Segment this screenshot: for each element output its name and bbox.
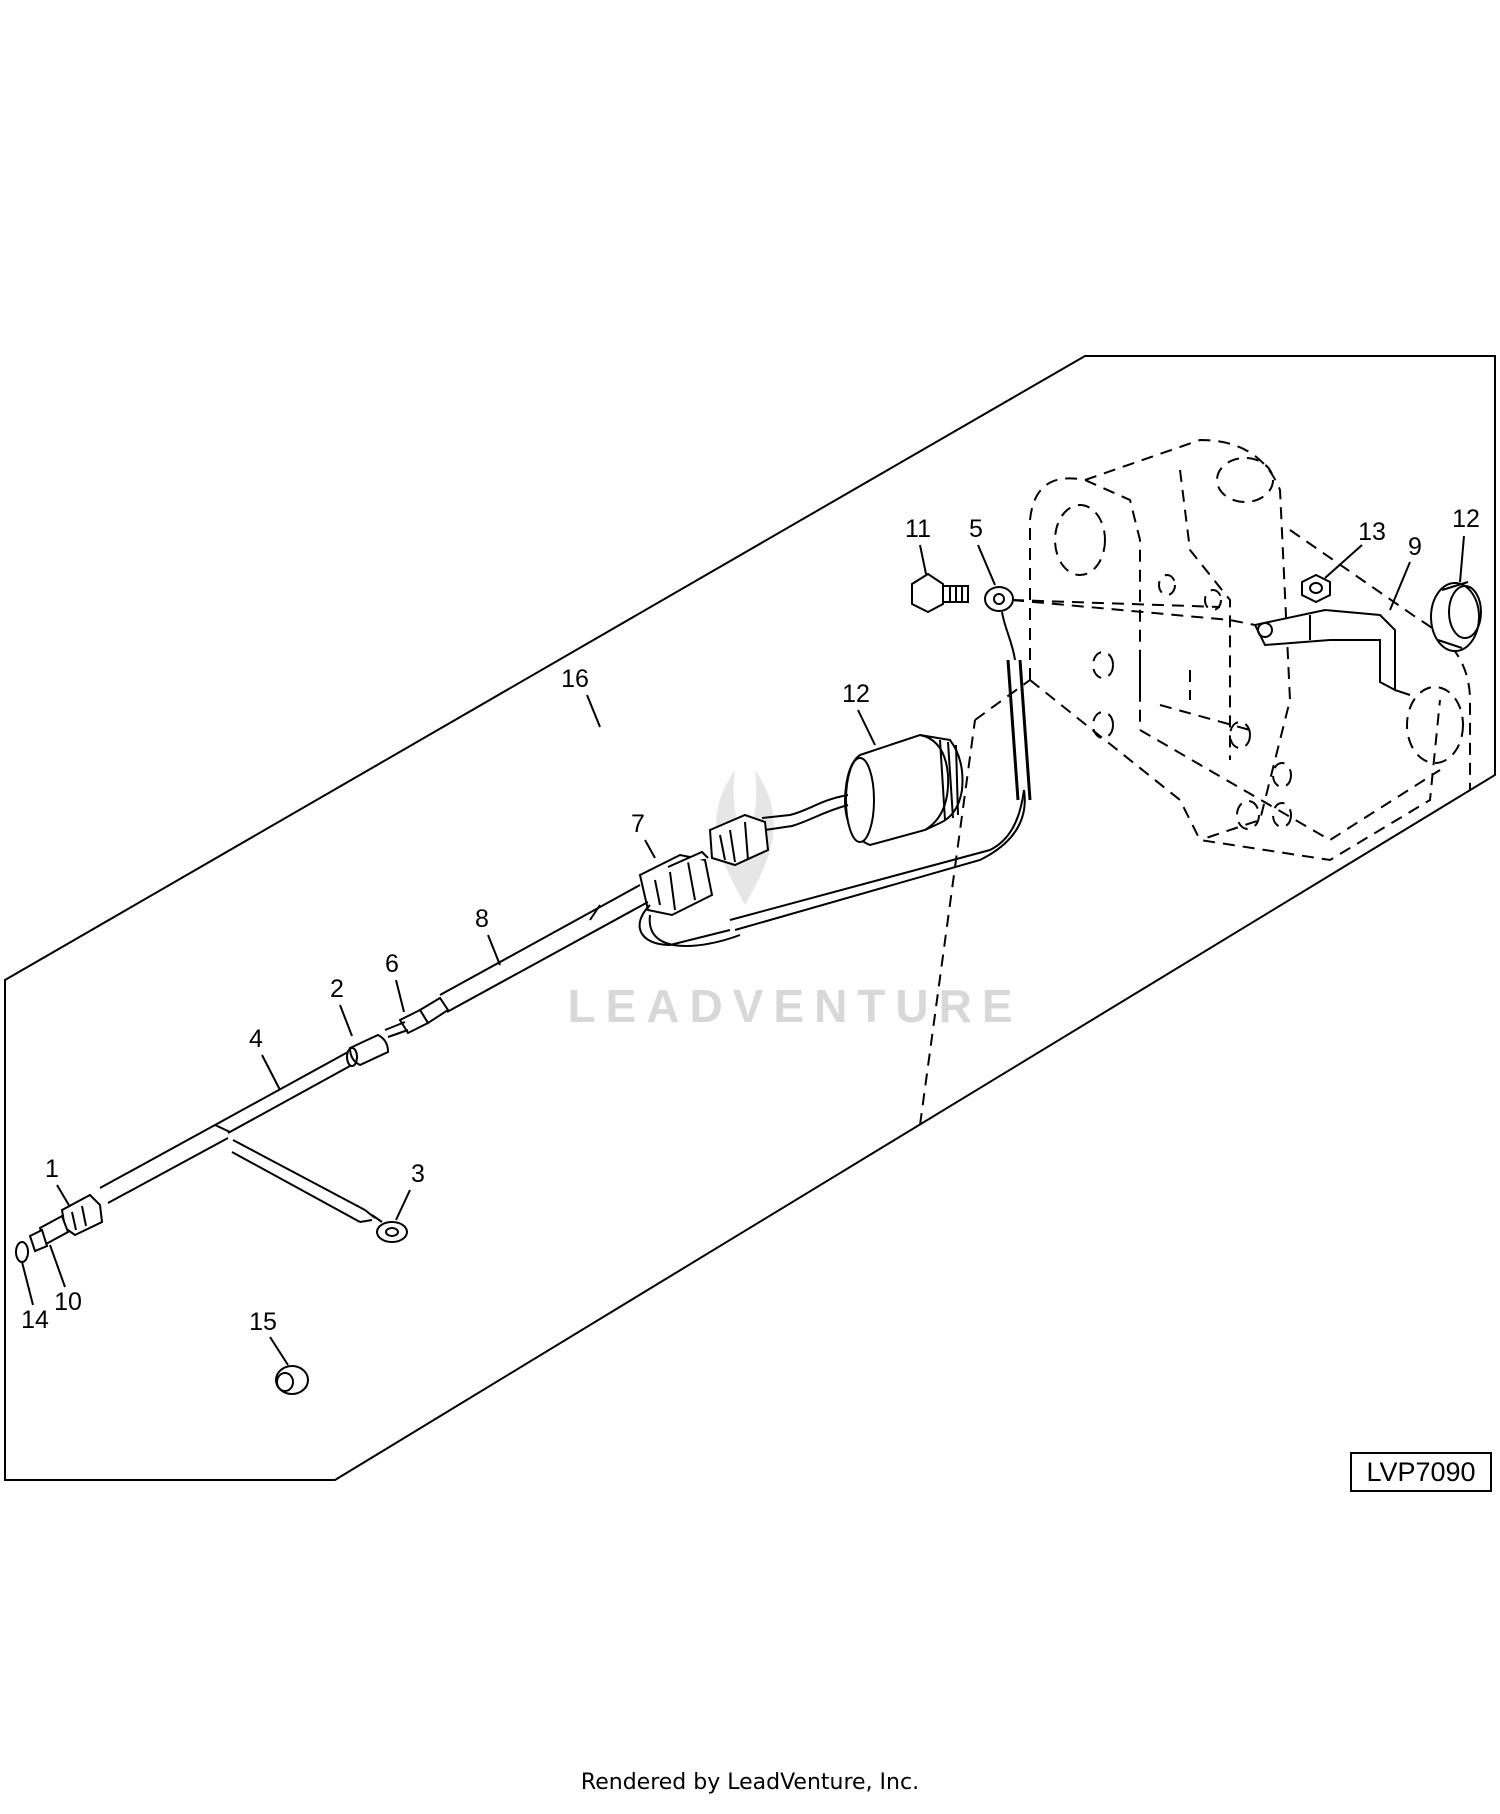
callout-10: 10 [54,1288,82,1316]
callouts: 16 11 5 13 9 12 12 7 8 6 2 4 1 3 10 14 1… [21,505,1480,1336]
callout-16: 16 [561,665,589,693]
ring-terminal [371,1214,408,1243]
sleeve [346,1033,390,1067]
callout-14: 14 [21,1306,49,1334]
alignment-lines [919,599,1256,1126]
callout-4: 4 [249,1025,263,1053]
watermark-flame-icon [716,770,774,905]
sensor-body [843,733,964,847]
harness-trunk [439,884,741,1013]
callout-6: 6 [385,950,399,978]
callout-12-right: 12 [1452,505,1480,533]
ring-terminal-ground [729,586,1032,931]
callout-13: 13 [1358,518,1386,546]
callout-8: 8 [475,905,489,933]
callout-7: 7 [631,810,645,838]
main-harness [99,1051,376,1223]
callout-15: 15 [249,1308,277,1336]
mounting-housing [1029,438,1471,862]
hex-nut [1301,573,1331,604]
leader-lines [21,535,1465,1366]
sensor-cable [761,794,849,831]
bolt [911,572,969,614]
callout-2: 2 [330,975,344,1003]
switch-end [15,1193,104,1263]
bracket [1253,608,1411,696]
callout-11: 11 [905,515,931,543]
callout-3: 3 [411,1160,425,1188]
watermark: LEADVENTURE [567,770,1022,1032]
sensor-connector [708,813,770,867]
sensor-ring-right [1430,581,1482,652]
footer-credit: Rendered by LeadVenture, Inc. [580,1770,920,1795]
watermark-text: LEADVENTURE [567,980,1022,1032]
grommet [275,1365,309,1395]
pin-terminal [384,996,450,1038]
callout-5: 5 [969,515,983,543]
reference-code: LVP7090 [1350,1452,1492,1492]
callout-1: 1 [45,1155,59,1183]
assembly-outline [4,355,1496,1481]
harness-connector [638,850,714,917]
callout-9: 9 [1408,533,1422,561]
callout-12-middle: 12 [842,680,870,708]
